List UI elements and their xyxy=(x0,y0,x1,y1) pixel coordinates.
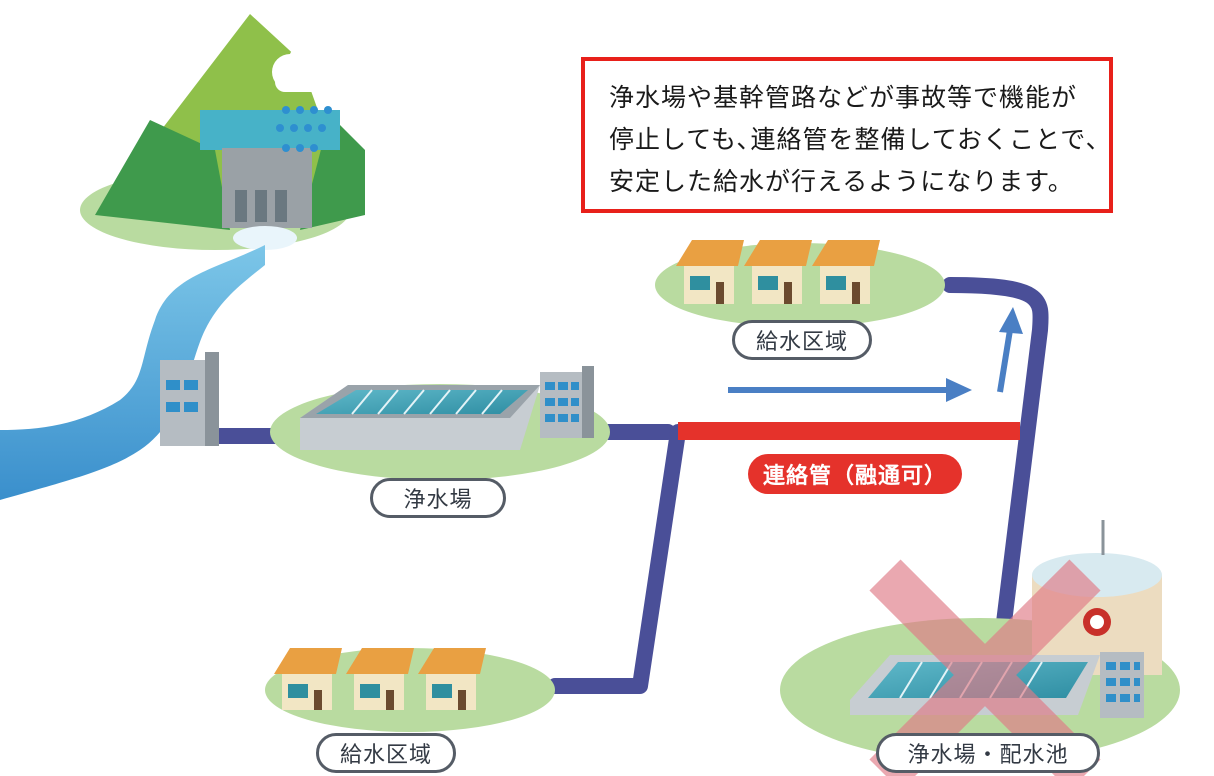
house-icon xyxy=(346,648,414,710)
house-icon xyxy=(418,648,486,710)
supply-area-bottom-label: 給水区域 xyxy=(316,733,456,773)
mountain-left xyxy=(95,120,230,230)
house-icon xyxy=(812,240,880,304)
river xyxy=(0,245,265,500)
supply-area-bottom xyxy=(265,648,555,732)
house-icon xyxy=(274,648,342,710)
house-icon xyxy=(676,240,744,304)
reservoir xyxy=(200,110,340,150)
house-icon xyxy=(744,240,812,304)
callout-line-2: 停止しても､連絡管を整備しておくことで､ xyxy=(609,125,1100,154)
mountain-right xyxy=(300,115,365,230)
pipe-right-riser xyxy=(942,277,1049,663)
supply-area-top xyxy=(655,240,945,327)
splash xyxy=(233,226,297,250)
pipe-to-bottom-area xyxy=(547,424,686,694)
connection-pipe-label: 連絡管（融通可） xyxy=(748,454,962,494)
plant-2-label: 浄水場・配水池 xyxy=(876,733,1100,773)
callout-line-1: 浄水場や基幹管路などが事故等で機能が xyxy=(609,83,1078,112)
callout-line-3: 安定した給水が行えるようになります。 xyxy=(609,167,1074,196)
dam-mountain xyxy=(80,14,365,250)
arrow-icon xyxy=(728,307,1023,402)
treatment-plant-1 xyxy=(270,366,610,480)
intake-building xyxy=(160,352,219,446)
rain-icon xyxy=(276,106,332,152)
plant-1-label: 浄水場 xyxy=(370,478,506,518)
info-callout: 浄水場や基幹管路などが事故等で機能が 停止しても､連絡管を整備しておくことで､ … xyxy=(581,57,1113,213)
supply-area-top-label: 給水区域 xyxy=(732,320,872,360)
cloud-icon xyxy=(272,38,358,92)
